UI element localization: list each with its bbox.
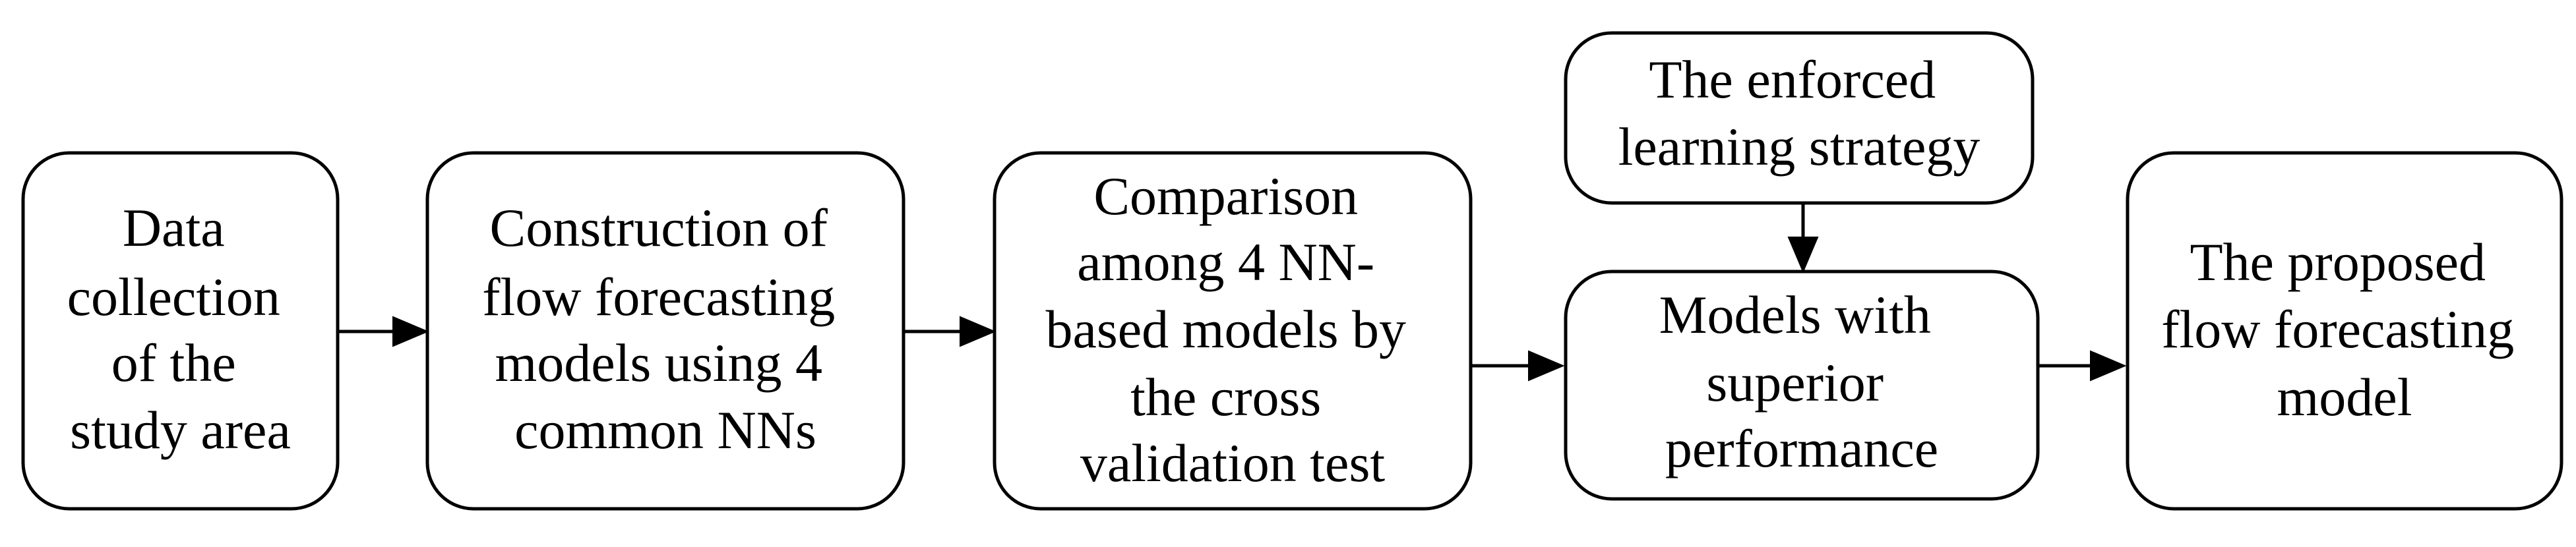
node-proposed-model-label: The proposed flow forecasting model <box>2161 232 2528 427</box>
arrowhead-enforced-to-superior <box>1787 237 1819 274</box>
arrowhead-construction-to-comparison <box>960 316 997 347</box>
node-enforced-learning-box <box>1564 31 2035 205</box>
flowchart-edges <box>338 203 2127 382</box>
node-superior-models-box <box>1564 270 2040 501</box>
node-enforced-learning-label: The enforced learning strategy <box>1618 49 1980 177</box>
node-superior-models-label: Models with superior performance <box>1659 285 1945 478</box>
node-enforced-learning: The enforced learning strategy <box>1564 31 2035 205</box>
node-data-collection-box <box>21 151 340 511</box>
node-comparison-label: Comparison among 4 NN- based models by t… <box>1045 166 1419 493</box>
node-comparison-box <box>993 151 1473 511</box>
node-construction-label: Construction of flow forecasting models … <box>482 198 849 460</box>
node-superior-models: Models with superior performance <box>1564 270 2040 501</box>
node-comparison: Comparison among 4 NN- based models by t… <box>993 151 1473 511</box>
arrowhead-data-to-construction <box>392 316 429 347</box>
node-construction: Construction of flow forecasting models … <box>425 151 905 511</box>
node-proposed-model: The proposed flow forecasting model <box>2126 151 2563 511</box>
arrowhead-superior-to-proposed <box>2090 350 2127 382</box>
node-data-collection-label: Data collection of the study area <box>67 198 294 460</box>
arrowhead-comparison-to-superior <box>1528 350 1565 382</box>
node-proposed-model-box <box>2126 151 2563 511</box>
node-construction-box <box>425 151 905 511</box>
node-data-collection: Data collection of the study area <box>21 151 340 511</box>
